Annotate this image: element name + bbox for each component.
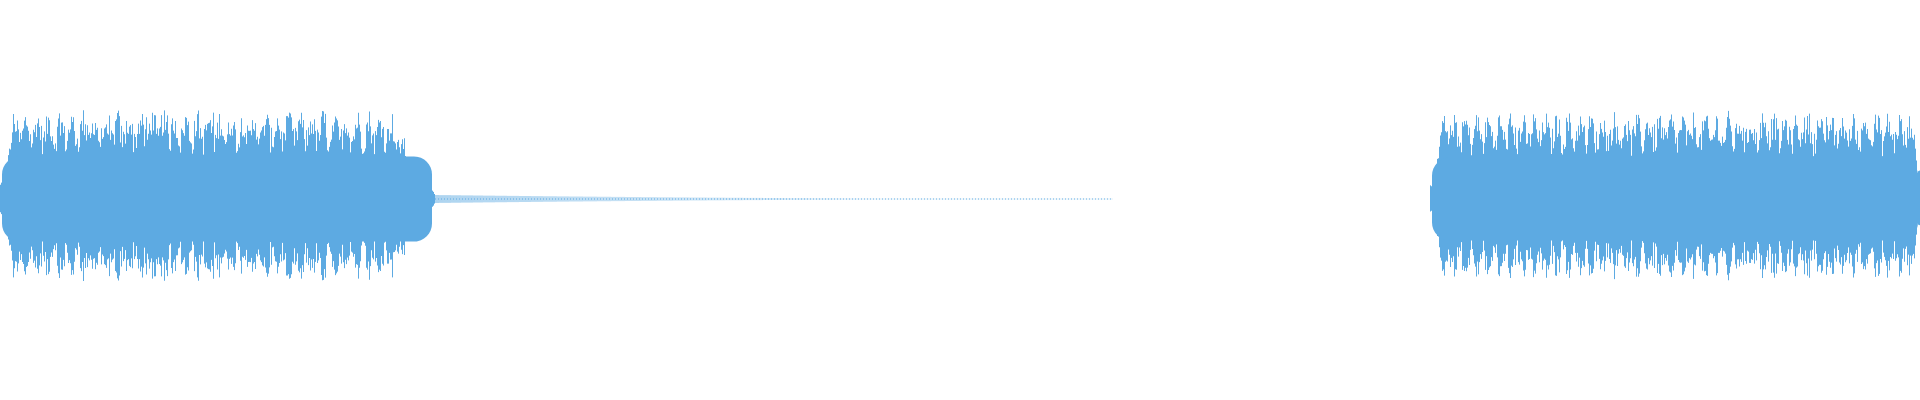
audio-segment-1 [0,110,435,281]
silence-tail [433,195,1113,203]
audio-segment-2 [1430,110,1920,281]
waveform-bars [0,110,1920,281]
